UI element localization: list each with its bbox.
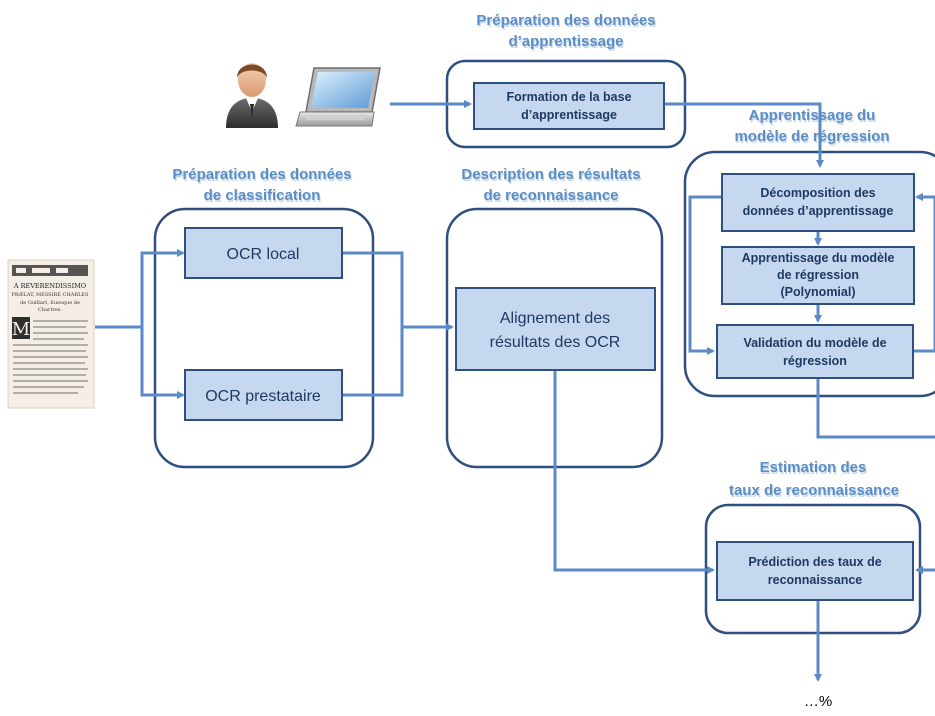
- svg-text:résultats des OCR: résultats des OCR: [490, 334, 621, 351]
- box-ocr-prestataire: OCR prestataire: [184, 369, 343, 421]
- svg-text:d’apprentissage: d’apprentissage: [509, 35, 624, 52]
- svg-text:Prédiction des taux de: Prédiction des taux de: [748, 555, 881, 569]
- svg-text:Apprentissage du: Apprentissage du: [750, 109, 877, 126]
- svg-text:de classification: de classification: [204, 187, 321, 204]
- svg-text:taux de reconnaissance: taux de reconnaissance: [730, 484, 900, 501]
- svg-text:Apprentissage du modèle: Apprentissage du modèle: [742, 251, 895, 265]
- svg-text:Préparation des données: Préparation des données: [173, 168, 352, 185]
- svg-text:PRÆLAT, MESSIRE CHARLES: PRÆLAT, MESSIRE CHARLES: [11, 292, 89, 298]
- svg-text:Chartres.: Chartres.: [38, 307, 62, 313]
- svg-text:d’apprentissage: d’apprentissage: [508, 33, 623, 50]
- section-title-description: Description des résultats Description de…: [461, 166, 641, 206]
- box-alignement: Alignement des résultats des OCR: [455, 287, 656, 371]
- section-title-prep-classification: Préparation des données Préparation des …: [172, 166, 352, 206]
- svg-text:modèle de régression: modèle de régression: [734, 128, 889, 145]
- svg-text:reconnaissance: reconnaissance: [768, 573, 863, 587]
- svg-text:Description des résultats: Description des résultats: [462, 168, 641, 185]
- user-icon: [226, 63, 278, 128]
- arrow-decomposition-to-validation: [688, 195, 722, 355]
- box-ocr-local: OCR local: [184, 227, 343, 279]
- laptop-icon: [295, 67, 381, 127]
- svg-text:OCR local: OCR local: [227, 246, 300, 263]
- svg-text:Alignement des: Alignement des: [500, 310, 610, 327]
- result-percentage: …%: [804, 693, 832, 710]
- svg-text:de reconnaissance: de reconnaissance: [484, 189, 619, 206]
- svg-text:OCR prestataire: OCR prestataire: [205, 388, 321, 405]
- svg-text:A REVERENDISSIMO: A REVERENDISSIMO: [13, 282, 86, 290]
- box-validation: Validation du modèle de régression: [716, 324, 914, 379]
- arrow-ocrs-merge: [343, 251, 404, 397]
- svg-text:régression: régression: [783, 354, 847, 368]
- svg-text:de régression: de régression: [777, 268, 859, 282]
- box-decomposition: Décomposition des données d’apprentissag…: [721, 173, 915, 232]
- svg-text:Description des résultats: Description des résultats: [461, 166, 640, 183]
- box-formation: Formation de la base d’apprentissage: [473, 82, 665, 130]
- svg-text:taux de reconnaissance: taux de reconnaissance: [729, 482, 899, 499]
- svg-text:M: M: [12, 319, 30, 340]
- svg-text:Estimation des: Estimation des: [760, 459, 867, 476]
- svg-text:Préparation des données: Préparation des données: [476, 12, 655, 29]
- svg-text:Validation du modèle de: Validation du modèle de: [743, 336, 886, 350]
- document-image: A REVERENDISSIMO PRÆLAT, MESSIRE CHARLES…: [7, 259, 95, 409]
- svg-text:de reconnaissance: de reconnaissance: [483, 187, 618, 204]
- section-title-estimation: Estimation des Estimation des taux de re…: [729, 459, 900, 501]
- section-title-prep-learning: Préparation des données Préparation des …: [476, 12, 656, 52]
- svg-text:Préparation des données: Préparation des données: [477, 14, 656, 31]
- svg-text:modèle de régression: modèle de régression: [735, 130, 890, 147]
- arrow-alignement-to-prediction: [553, 370, 715, 574]
- arrow-validation-feedback: [913, 193, 935, 353]
- svg-text:Préparation des données: Préparation des données: [172, 166, 351, 183]
- svg-text:Apprentissage du: Apprentissage du: [749, 107, 876, 124]
- section-title-learning-model: Apprentissage du Apprentissage du modèle…: [734, 107, 890, 147]
- svg-text:données d’apprentissage: données d’apprentissage: [743, 204, 894, 218]
- svg-text:Formation de la base: Formation de la base: [506, 90, 631, 104]
- svg-text:(Polynomial): (Polynomial): [780, 285, 855, 299]
- arrow-validation-to-estimation: [816, 378, 935, 439]
- svg-text:de classification: de classification: [205, 189, 322, 206]
- arrow-formation-to-decomposition: [665, 102, 824, 168]
- svg-text:Estimation des: Estimation des: [761, 461, 868, 478]
- svg-text:Décomposition des: Décomposition des: [760, 186, 875, 200]
- svg-text:d’apprentissage: d’apprentissage: [521, 108, 617, 122]
- arrow-document-to-ocr-local: [140, 249, 185, 327]
- arrow-document-to-ocr-prestataire: [140, 327, 185, 399]
- box-apprentissage: Apprentissage du modèle de régression (P…: [721, 246, 915, 305]
- svg-text:de Guillart, Euesque de: de Guillart, Euesque de: [20, 300, 80, 306]
- box-prediction: Prédiction des taux de reconnaissance: [716, 541, 914, 601]
